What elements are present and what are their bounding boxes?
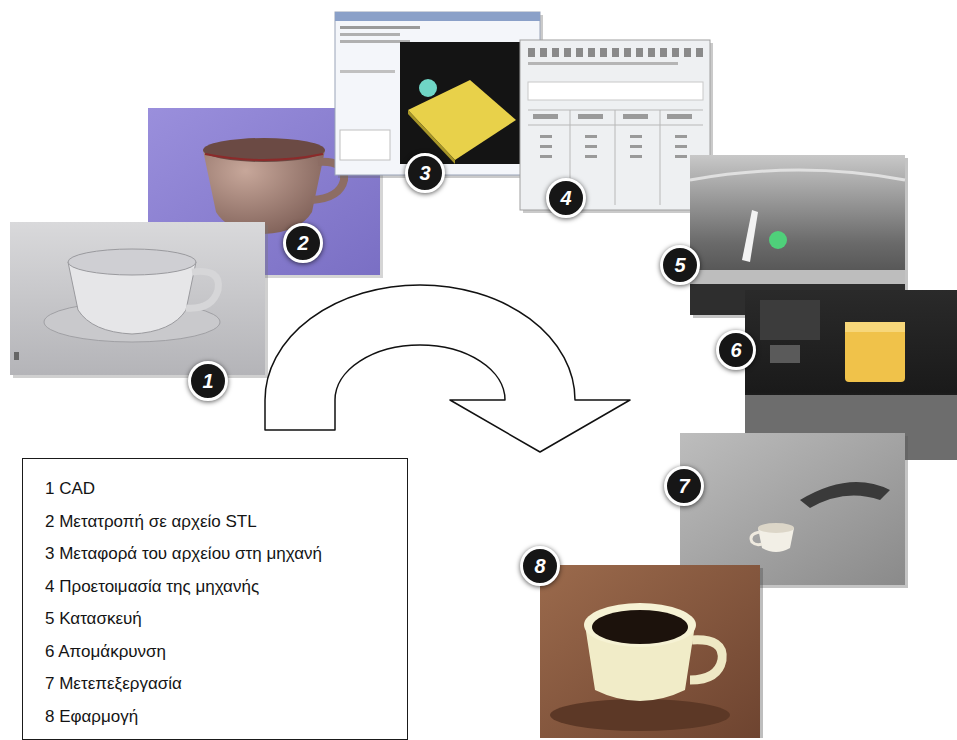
step-text: 8 Εφαρμογή	[45, 701, 397, 734]
step-text: 6 Απομάκρυνση	[45, 636, 397, 669]
callout-number-text: 4	[560, 188, 571, 208]
step-text: 3 Μεταφορά του αρχείου στη μηχανή	[45, 538, 397, 571]
cycle-arrow	[265, 285, 630, 452]
callout-number-text: 3	[419, 163, 430, 183]
callout-number: 1	[188, 361, 228, 401]
callout-number: 7	[664, 466, 704, 506]
callout-number-text: 1	[202, 371, 213, 391]
callout-number: 4	[546, 178, 586, 218]
callout-number-text: 2	[297, 233, 308, 253]
step-text: 4 Προετοιμασία της μηχανής	[45, 571, 397, 604]
callout-number-text: 7	[678, 476, 689, 496]
callout-number: 6	[716, 330, 756, 370]
callout-number-text: 6	[730, 340, 741, 360]
software-screenshot	[335, 12, 543, 178]
cad-panel	[10, 222, 268, 378]
callout-number-text: 8	[534, 556, 545, 576]
callout-number: 5	[660, 245, 700, 285]
step-text: 1 CAD	[45, 473, 397, 506]
postprocess-photo	[680, 433, 908, 588]
callout-number: 8	[520, 546, 560, 586]
application-photo	[540, 565, 763, 738]
callout-number: 2	[283, 223, 323, 263]
step-text: 7 Μετεπεξεργασία	[45, 668, 397, 701]
step-text: 5 Κατασκευή	[45, 603, 397, 636]
step-text: 2 Μετατροπή σε αρχείο STL	[45, 506, 397, 539]
step-list-box: 1 CAD2 Μετατροπή σε αρχείο STL3 Μεταφορά…	[22, 458, 408, 740]
callout-number: 3	[405, 153, 445, 193]
callout-number-text: 5	[674, 255, 685, 275]
